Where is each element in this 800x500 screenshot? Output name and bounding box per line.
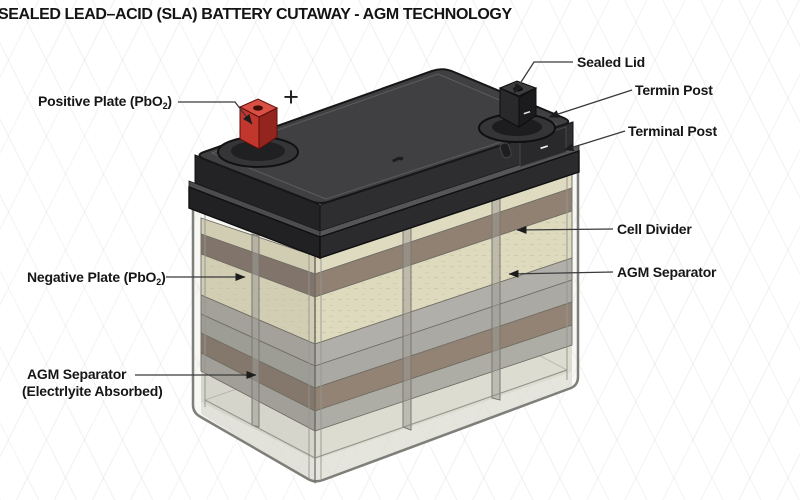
- leader-cell-divider: [516, 225, 614, 234]
- page-title: SEALED LEAD–ACID (SLA) BATTERY CUTAWAY -…: [0, 6, 512, 23]
- label-negative-plate-text: Negative Plate (PbO: [27, 269, 157, 285]
- label-agm-separator-left-line2: (Electrlyite Absorbed): [22, 383, 163, 399]
- leader-termin-post: [548, 89, 633, 118]
- lid-emboss-mark: [392, 156, 404, 163]
- vent-slot: [499, 142, 512, 159]
- positive-terminal: +: [217, 82, 299, 168]
- label-negative-plate: Negative Plate (PbO2): [27, 269, 166, 291]
- label-positive-plate-sub: 2: [162, 101, 168, 111]
- cell-divider-walls: [251, 195, 501, 431]
- label-sealed-lid: Sealed Lid: [577, 54, 646, 70]
- leader-terminal-post: [563, 130, 626, 151]
- label-agm-separator-right: AGM Separator: [617, 264, 717, 280]
- lid-inner-outline: [211, 73, 557, 200]
- negative-terminal: −: [478, 80, 556, 143]
- label-termin-post: Termin Post: [635, 82, 713, 98]
- label-agm-separator-left: AGM Separator (Electrlyite Absorbed): [22, 366, 163, 400]
- label-negative-plate-close: ): [161, 269, 166, 285]
- case-interior-bottom: [201, 311, 572, 484]
- label-positive-plate-close: ): [167, 93, 172, 109]
- label-negative-plate-sub: 2: [156, 277, 162, 287]
- label-agm-separator-left-line1: AGM Separator: [27, 366, 127, 382]
- leader-agm-separator-right: [508, 269, 614, 278]
- sealed-lid: −: [188, 68, 580, 260]
- leader-positive-plate: [178, 101, 253, 125]
- leader-lines: [135, 61, 633, 379]
- label-cell-divider: Cell Divider: [617, 221, 692, 237]
- plus-mark: +: [283, 82, 299, 112]
- lid-top-face: [198, 68, 570, 204]
- case-floor-rim: [204, 369, 568, 459]
- leader-sealed-lid: [513, 61, 573, 94]
- label-positive-plate-text: Positive Plate (PbO: [38, 93, 163, 109]
- label-positive-plate: Positive Plate (PbO2): [38, 93, 172, 115]
- label-terminal-post: Terminal Post: [628, 123, 717, 139]
